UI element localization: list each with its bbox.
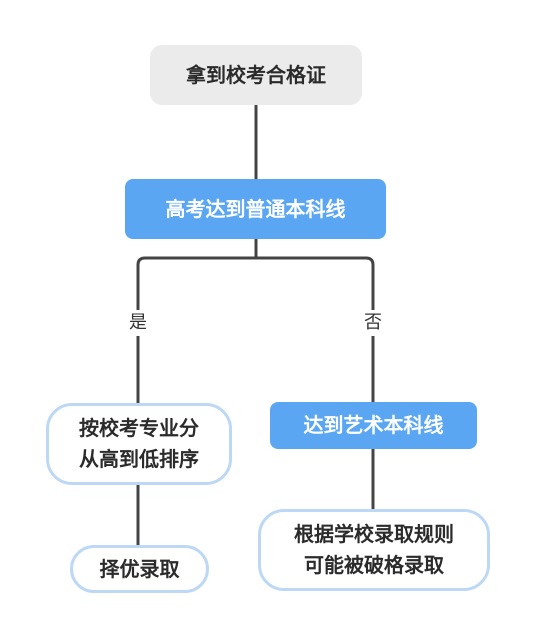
root-node: 拿到校考合格证 — [150, 45, 362, 105]
no-result-node-text: 根据学校录取规则 可能被破格录取 — [294, 519, 454, 581]
no-result-node-line-1: 根据学校录取规则 — [294, 522, 454, 546]
no-result-node: 根据学校录取规则 可能被破格录取 — [258, 509, 490, 591]
no-branch-node: 达到艺术本科线 — [270, 402, 477, 449]
yes-branch-node-line-2: 从高到低排序 — [79, 447, 199, 471]
decision-node-label: 高考达到普通本科线 — [165, 196, 346, 221]
yes-branch-node-line-1: 按校考专业分 — [79, 416, 199, 440]
no-branch-node-label: 达到艺术本科线 — [303, 413, 444, 437]
yes-branch-node-text: 按校考专业分 从高到低排序 — [79, 413, 199, 475]
edge-label-yes: 是 — [124, 310, 152, 336]
connector-decision-split — [136, 239, 375, 405]
decision-node: 高考达到普通本科线 — [125, 179, 386, 239]
yes-result-node: 择优录取 — [70, 545, 209, 593]
yes-result-node-label: 择优录取 — [99, 556, 180, 581]
yes-branch-node: 按校考专业分 从高到低排序 — [46, 403, 232, 485]
root-node-label: 拿到校考合格证 — [186, 62, 326, 87]
edge-label-no: 否 — [359, 310, 387, 336]
no-result-node-line-2: 可能被破格录取 — [304, 553, 444, 577]
